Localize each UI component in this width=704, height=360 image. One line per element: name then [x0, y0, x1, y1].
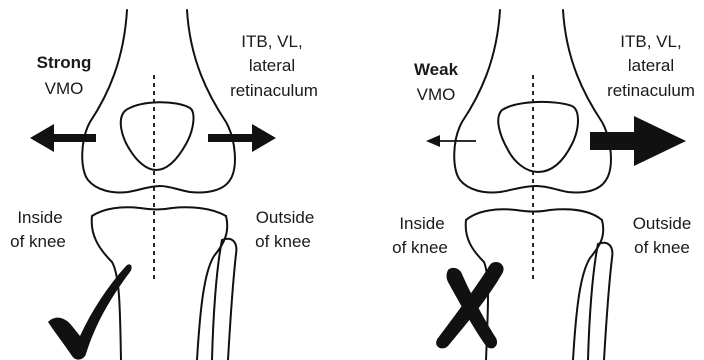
lateral-label-line2: lateral	[628, 56, 674, 75]
patella	[498, 102, 578, 172]
arrow-lateral-strong-icon	[208, 124, 276, 152]
inside-label-line2: of knee	[10, 232, 66, 251]
arrow-medial-weak-icon	[426, 135, 476, 147]
tibia-plateau	[466, 209, 602, 220]
vmo-strength-label: Strong	[37, 53, 92, 72]
lateral-label-line1: ITB, VL,	[620, 32, 681, 51]
vmo-strength-label: Weak	[414, 60, 459, 79]
outside-label-line1: Outside	[256, 208, 315, 227]
inside-label-line1: Inside	[399, 214, 444, 233]
patella	[121, 102, 194, 170]
outside-label-line2: of knee	[634, 238, 690, 257]
cross-icon	[436, 262, 503, 348]
outside-label-line1: Outside	[633, 214, 692, 233]
arrow-lateral-weak-icon	[590, 116, 686, 166]
panel-weak: Weak VMO ITB, VL, lateral retinaculum In…	[392, 10, 695, 360]
inside-label-line1: Inside	[17, 208, 62, 227]
lateral-label-line3: retinaculum	[230, 81, 318, 100]
fibula-outline	[222, 239, 236, 360]
inside-label-line2: of knee	[392, 238, 448, 257]
lateral-label-line3: retinaculum	[607, 81, 695, 100]
fibula-outline	[598, 243, 612, 360]
tibia-plateau	[92, 207, 226, 216]
panel-strong: Strong VMO ITB, VL, lateral retinaculum …	[10, 10, 318, 360]
lateral-label-line2: lateral	[249, 56, 295, 75]
femur-outline	[82, 10, 235, 193]
fibula-inner	[588, 244, 598, 360]
outside-label-line2: of knee	[255, 232, 311, 251]
lateral-label-line1: ITB, VL,	[241, 32, 302, 51]
vmo-label: VMO	[417, 85, 456, 104]
vmo-label: VMO	[45, 79, 84, 98]
